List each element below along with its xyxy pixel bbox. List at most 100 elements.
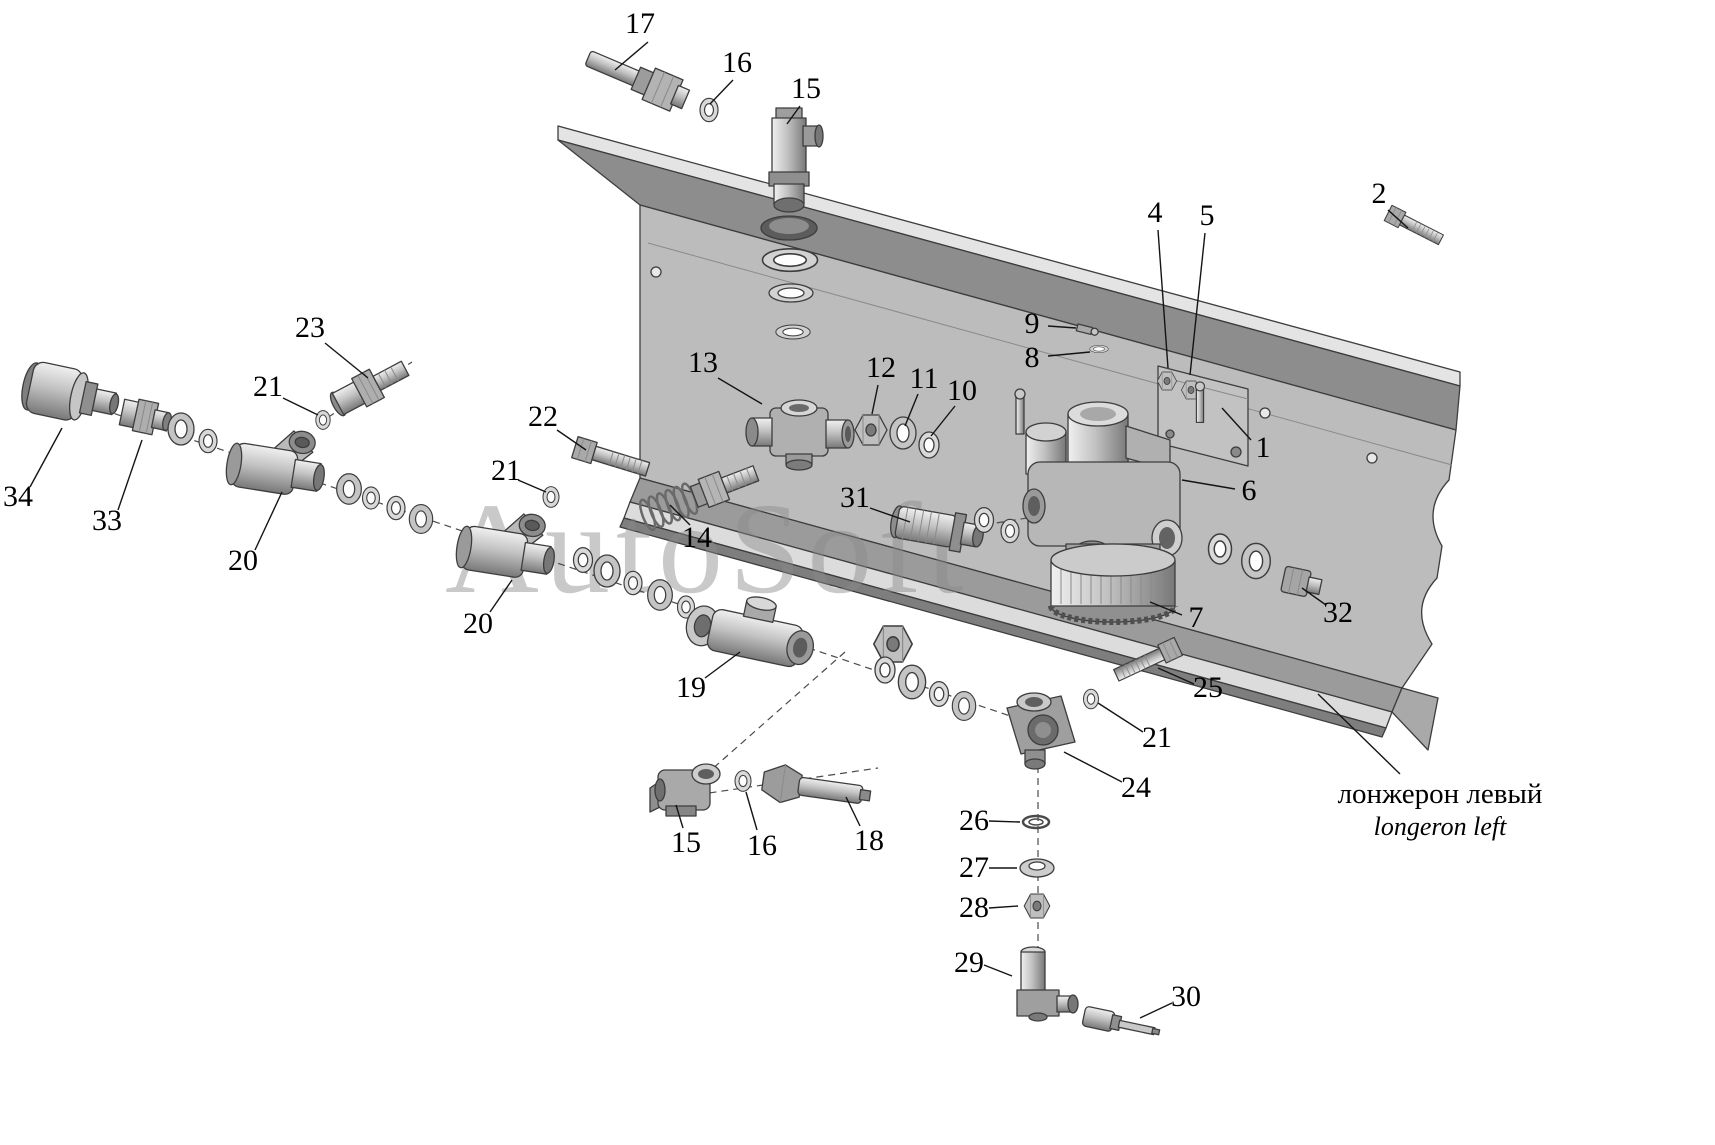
part-callout-9: 9 — [1024, 307, 1040, 340]
leader-line-21 — [282, 397, 319, 416]
part-callout-5: 5 — [1199, 199, 1215, 232]
part-callout-16: 16 — [722, 46, 752, 79]
washer-ring — [775, 324, 811, 340]
washer-ring — [874, 656, 896, 684]
part-21-ring — [542, 486, 560, 508]
part-callout-15: 15 — [671, 826, 701, 859]
part-10-ring — [918, 431, 940, 459]
part-15-elbow — [768, 107, 824, 213]
part-callout-14: 14 — [682, 521, 712, 554]
washer-ring — [593, 554, 621, 588]
leader-line-24 — [1063, 751, 1123, 783]
valve-stud — [1014, 388, 1026, 435]
washer-ring — [167, 412, 195, 446]
leader-line-7 — [1149, 601, 1183, 616]
beam-caption: лонжерон левый longeron left — [1322, 778, 1558, 843]
leader-line-11 — [904, 393, 919, 427]
part-6-valve-body — [1022, 401, 1183, 558]
longeron-beam — [557, 125, 1461, 751]
washer-ring — [647, 579, 673, 611]
leader-line-15 — [675, 804, 684, 829]
leader-line-31 — [869, 507, 911, 523]
leader-line-2 — [1387, 209, 1409, 229]
part-2-bolt — [1383, 204, 1446, 248]
leader-line-10 — [930, 405, 956, 437]
leader-line-26 — [988, 820, 1021, 823]
part-callout-21: 21 — [1142, 721, 1172, 754]
washer-ring — [951, 691, 977, 721]
washer-ring — [361, 486, 381, 510]
part-15-elbow — [649, 763, 721, 817]
leader-line-16 — [745, 791, 758, 831]
part-callout-20: 20 — [463, 607, 493, 640]
leader-line-32 — [1301, 587, 1327, 606]
washer-ring — [928, 681, 950, 707]
part-callout-12: 12 — [866, 351, 896, 384]
part-callout-19: 19 — [676, 671, 706, 704]
caption-leader-line — [1317, 693, 1401, 775]
beam-hole — [1366, 452, 1378, 464]
part-22-bolt — [571, 435, 652, 481]
leader-line-8 — [1047, 351, 1091, 357]
leader-line-15 — [786, 105, 801, 125]
leader-line-25 — [1157, 667, 1195, 685]
part-callout-23: 23 — [295, 311, 325, 344]
leader-line-28 — [988, 905, 1019, 909]
leader-line-20 — [489, 579, 513, 613]
part-callout-10: 10 — [947, 374, 977, 407]
leader-line-1 — [1221, 407, 1252, 441]
part-callout-27: 27 — [959, 851, 989, 884]
part-callout-21: 21 — [253, 370, 283, 403]
part-callout-13: 13 — [688, 346, 718, 379]
washer-ring — [897, 664, 927, 700]
washer-ring — [408, 504, 434, 534]
part-23-fitting — [329, 360, 410, 417]
part-callout-30: 30 — [1171, 980, 1201, 1013]
part-27-washer — [1019, 858, 1055, 878]
part-callout-6: 6 — [1241, 474, 1257, 507]
leader-line-4 — [1157, 229, 1169, 369]
leader-line-16 — [709, 79, 734, 105]
part-callout-29: 29 — [954, 946, 984, 979]
part-33-adapter — [118, 398, 172, 436]
part-callout-34: 34 — [3, 480, 33, 513]
washer-ring — [1240, 542, 1272, 580]
part-11-washer — [889, 416, 917, 450]
part-callout-16: 16 — [747, 829, 777, 862]
part-20-elbow — [222, 419, 332, 501]
part-28-nut — [1023, 893, 1051, 919]
leader-line-20 — [254, 491, 283, 551]
part-14-spring-fitting — [638, 465, 760, 532]
part-callout-11: 11 — [909, 362, 939, 395]
part-callout-8: 8 — [1024, 341, 1040, 374]
part-21-ring — [315, 410, 331, 430]
part-7-valve-drum — [1048, 543, 1178, 625]
leader-line-9 — [1047, 325, 1077, 329]
leader-line-12 — [871, 384, 879, 415]
leader-line-22 — [556, 429, 587, 451]
part-17-fitting — [585, 50, 691, 112]
part-callout-33: 33 — [92, 504, 122, 537]
part-34-connector — [21, 361, 120, 421]
washer-ring — [1207, 533, 1233, 565]
washer-ring — [768, 283, 814, 303]
leader-line-14 — [669, 504, 691, 526]
part-callout-22: 22 — [528, 400, 558, 433]
part-30-fitting — [1081, 1006, 1161, 1036]
part-13-cross-fitting — [745, 399, 855, 471]
leader-line-6 — [1181, 479, 1236, 490]
part-callout-20: 20 — [228, 544, 258, 577]
washer-ring — [623, 570, 643, 596]
leader-line-5 — [1189, 232, 1206, 376]
part-callout-25: 25 — [1193, 671, 1223, 704]
part-26-ring — [1021, 814, 1051, 830]
washer-ring — [973, 507, 995, 533]
part-16-ring — [734, 770, 752, 792]
part-callout-1: 1 — [1255, 431, 1271, 464]
bracket-stud — [1194, 381, 1206, 423]
leader-line-21 — [1097, 702, 1144, 733]
part-callout-15: 15 — [791, 72, 821, 105]
leader-line-29 — [983, 964, 1013, 977]
